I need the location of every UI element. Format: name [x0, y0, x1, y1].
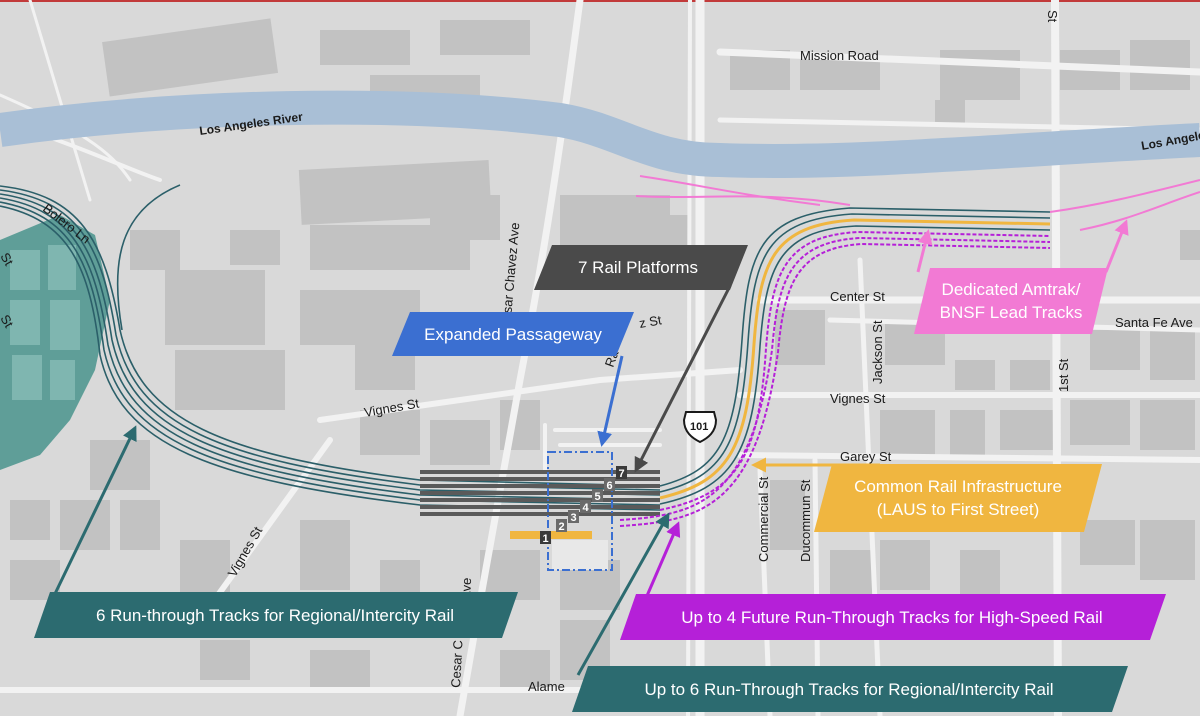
callout-arrows: [50, 219, 1129, 676]
callout-expanded-passageway-text: Expanded Passageway: [424, 324, 602, 344]
arrow-run-through-6: [50, 425, 137, 601]
callout-common-infra: Common Rail Infrastructure (LAUS to Firs…: [818, 464, 1098, 532]
callout-run-through-up-to-6-text: Up to 6 Run-Through Tracks for Regional/…: [644, 679, 1054, 699]
arrow-passageway: [597, 355, 624, 447]
platform-number-4: 4: [583, 502, 590, 514]
regional-tracks: [0, 184, 661, 511]
callout-box-common-infra: [814, 464, 1102, 532]
callout-common-infra-line2: (LAUS to First Street): [876, 500, 1040, 519]
street-vignes-south: Vignes St: [225, 524, 266, 580]
platform-group: [420, 470, 660, 516]
callout-box-passageway: [392, 312, 634, 356]
platform-number-labels: 1 2 3 4 5 6 7: [540, 466, 627, 545]
callout-rail-platforms: 7 Rail Platforms: [538, 245, 738, 290]
arrow-amtrak-west: [916, 229, 933, 273]
passageway-box: [547, 451, 613, 571]
street-santa-fe-ave: Santa Fe Ave: [1115, 315, 1193, 330]
street-ducommun-st: Ducommun St: [798, 479, 813, 562]
callout-run-through-6: 6 Run-through Tracks for Regional/Interc…: [40, 592, 510, 638]
callout-box-amtrak-bnsf: [914, 268, 1108, 334]
street-center-st: Center St: [830, 289, 885, 304]
street-mission-road: Mission Road: [800, 48, 879, 63]
callout-amtrak-bnsf: Dedicated Amtrak/ BNSF Lead Tracks: [918, 268, 1104, 334]
platform-number-2: 2: [559, 521, 565, 533]
us-101-shield: 101: [682, 411, 718, 444]
us-101-label: 101: [690, 421, 708, 433]
callout-run-through-6-text: 6 Run-through Tracks for Regional/Interc…: [95, 605, 455, 625]
platform-number-1: 1: [543, 533, 549, 545]
street-ramirez-b: z St: [638, 312, 663, 331]
callout-common-infra-line1: Common Rail Infrastructure: [854, 477, 1062, 496]
street-garey-st: Garey St: [840, 449, 892, 464]
platform-number-3: 3: [571, 512, 577, 524]
street-first-st: 1st St: [1056, 358, 1071, 392]
callout-amtrak-bnsf-line2: BNSF Lead Tracks: [939, 303, 1083, 322]
callout-hsr: Up to 4 Future Run-Through Tracks for Hi…: [626, 594, 1158, 640]
callout-box-hsr: [620, 594, 1166, 640]
callout-expanded-passageway: Expanded Passageway: [398, 312, 628, 356]
arrow-amtrak-east: [1104, 219, 1129, 273]
callout-run-through-up-to-6: Up to 6 Run-Through Tracks for Regional/…: [578, 666, 1120, 712]
callout-box-run-through-up-to-6: [572, 666, 1128, 712]
callout-box-run-through-6: [34, 592, 518, 638]
street-jackson-st: Jackson St: [870, 320, 885, 384]
street-st-fragment-top: St: [1045, 10, 1060, 23]
callout-box-rail-platforms: [534, 245, 748, 290]
arrow-rail-platforms: [634, 285, 732, 473]
platform-number-6: 6: [607, 480, 613, 492]
building-footprints: [10, 18, 1200, 690]
callout-amtrak-bnsf-line1: Dedicated Amtrak/: [941, 280, 1081, 299]
street-alameda: Alame: [528, 679, 565, 694]
los-angeles-river: [0, 90, 1200, 178]
callout-rail-platforms-text: 7 Rail Platforms: [578, 258, 698, 277]
district-blocks: [10, 245, 80, 400]
platform-number-5: 5: [595, 491, 601, 503]
platform-number-7: 7: [619, 468, 625, 480]
arrow-run-through-up-to-6: [576, 512, 670, 676]
east-curve-tracks: [619, 175, 1200, 527]
street-commercial-st: Commercial St: [756, 476, 771, 562]
street-cesar-chavez-south: Cesar C: [448, 640, 465, 688]
concourse-area: [552, 540, 608, 570]
callout-hsr-text: Up to 4 Future Run-Through Tracks for Hi…: [681, 607, 1103, 627]
street-vignes-east: Vignes St: [830, 391, 886, 406]
